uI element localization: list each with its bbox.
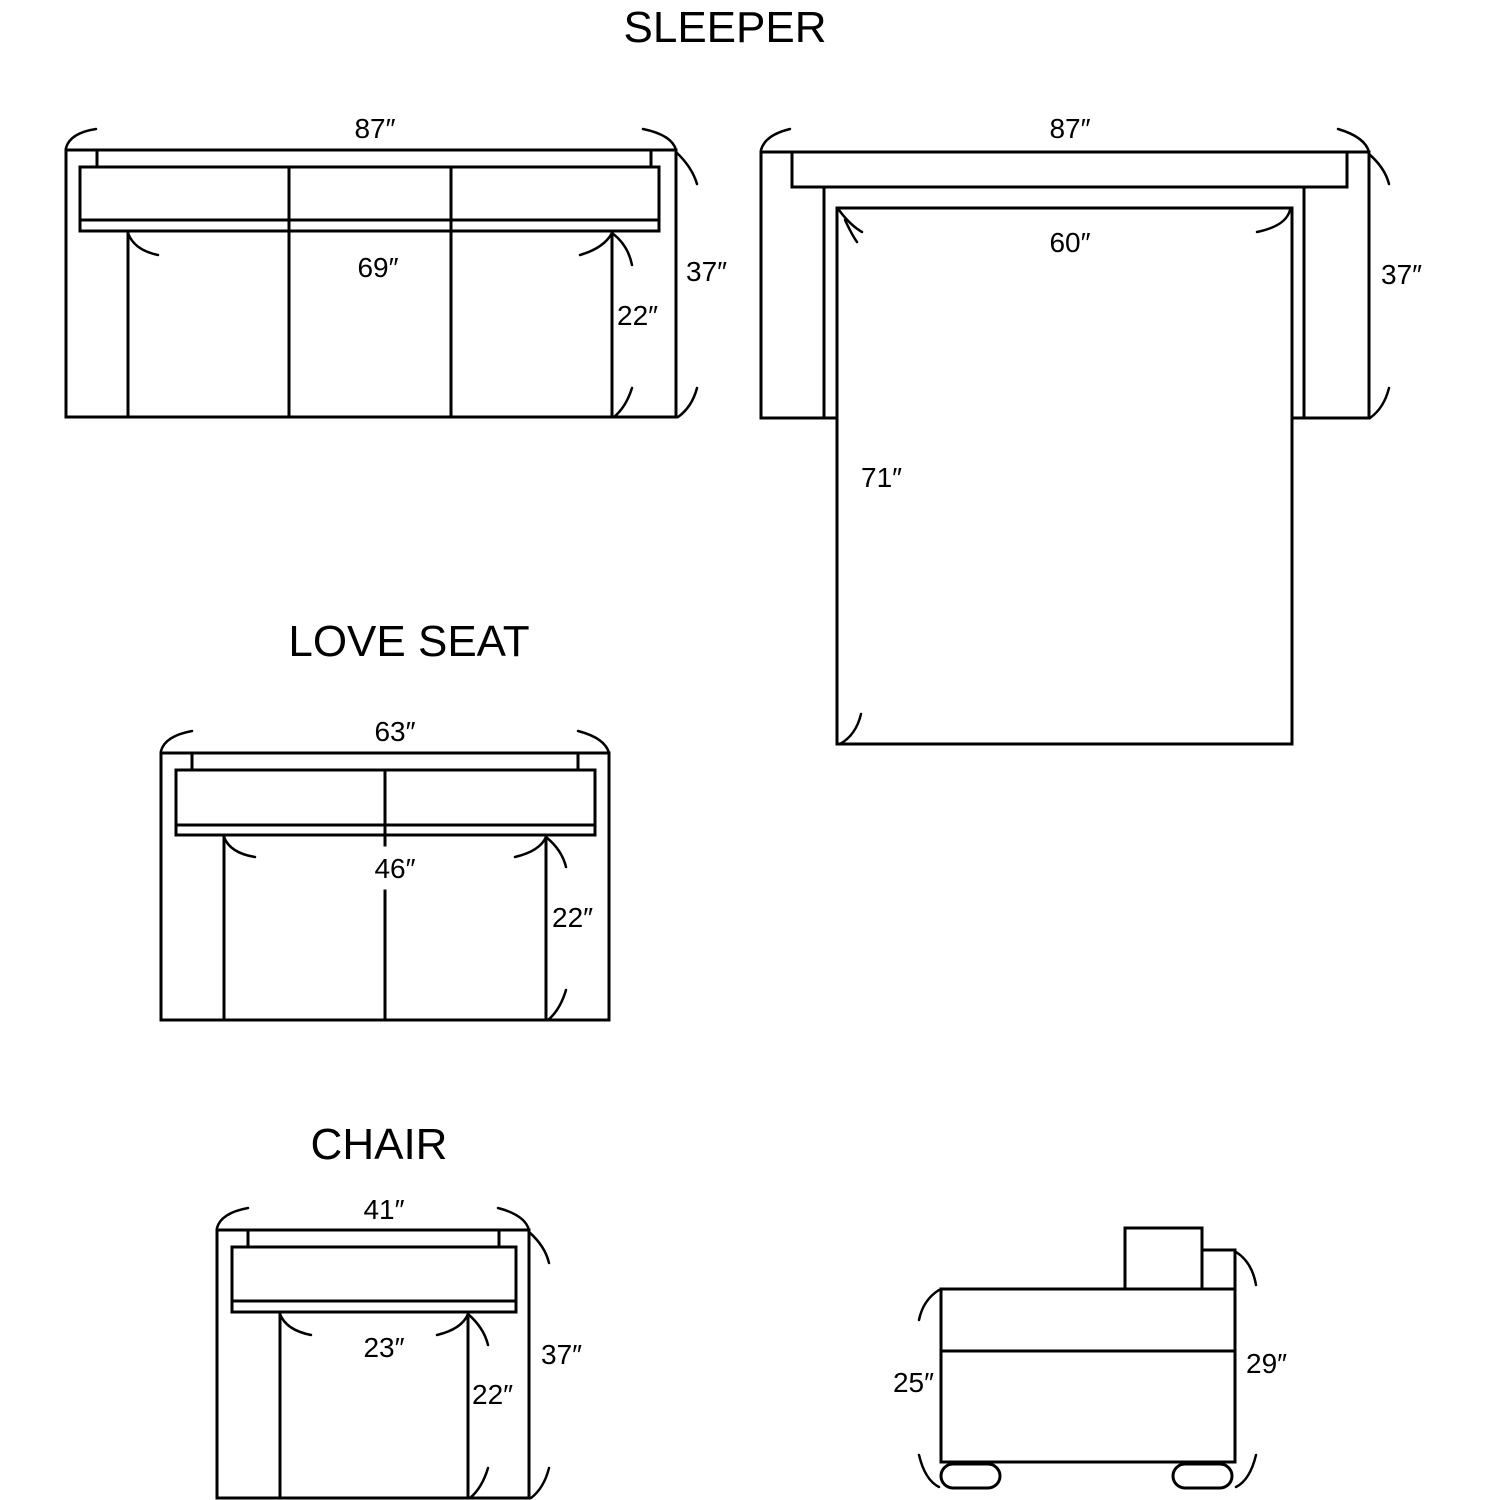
love-seat-overall-width-label: 63″ <box>374 716 415 747</box>
chair-overall-height-label: 37″ <box>541 1339 582 1370</box>
dim-arc <box>576 729 611 755</box>
side-rear-foot <box>1171 1462 1234 1490</box>
chair-title: CHAIR <box>311 1120 448 1169</box>
sleeper-title: SLEEPER <box>624 3 827 52</box>
love-seat-front-view: 63″ 46″ 22″ <box>159 716 611 1022</box>
dim-arc <box>546 988 568 1022</box>
dim-arc <box>1368 386 1391 420</box>
dim-arc <box>159 729 194 753</box>
side-front-foot <box>939 1462 1002 1490</box>
sleeper-seat-width-label: 69″ <box>357 252 398 283</box>
side-arm-height-label: 25″ <box>893 1367 934 1398</box>
side-profile-view: 25″ 29″ <box>893 1226 1287 1490</box>
sleeper-seat-height-label: 22″ <box>617 300 658 331</box>
dim-arc <box>610 231 634 267</box>
sleeper-overall-height-label: 37″ <box>686 256 727 287</box>
dim-arc <box>215 1206 250 1230</box>
dim-arc <box>278 1312 313 1337</box>
sleeper-mattress-width-label: 60″ <box>1049 227 1090 258</box>
dim-arc <box>544 835 568 869</box>
dim-arc <box>676 386 699 419</box>
chair-overall-width-label: 41″ <box>363 1194 404 1225</box>
sleeper-closed-front-view: 87″ 69″ 22″ 37″ <box>64 113 727 419</box>
love-seat-seat-height-label: 22″ <box>552 902 593 933</box>
dim-arc <box>759 127 792 152</box>
sleeper-back-cushion <box>78 165 661 233</box>
sleeper-outer-frame <box>64 148 678 419</box>
sleeper-mattress-length-label: 71″ <box>861 462 902 493</box>
dim-arc <box>1336 127 1371 154</box>
side-body <box>939 1287 1237 1464</box>
dim-arc <box>674 150 699 186</box>
dim-arc <box>126 231 160 257</box>
chair-outer-frame <box>215 1228 531 1500</box>
dim-arc <box>917 1288 941 1322</box>
dim-arc <box>64 127 98 150</box>
dim-arc <box>435 1312 470 1337</box>
dim-arc <box>843 218 859 244</box>
dim-arc <box>527 1230 551 1265</box>
sleeper-open-overall-height-label: 37″ <box>1381 259 1422 290</box>
sleeper-open-overall-width-label: 87″ <box>1049 113 1090 144</box>
dim-arc <box>612 386 634 419</box>
love-seat-seat-width-label: 46″ <box>374 853 415 884</box>
dim-arc <box>466 1312 490 1347</box>
dim-arc <box>838 712 863 746</box>
chair-seat-height-label: 22″ <box>472 1379 513 1410</box>
dim-arc <box>496 1206 531 1232</box>
dim-arc <box>837 208 864 234</box>
sleeper-open-bed-view: 87″ 60″ 37″ 71″ <box>759 113 1422 746</box>
dim-arc <box>1234 1250 1258 1287</box>
dim-arc <box>1234 1453 1258 1489</box>
dim-arc <box>917 1453 941 1489</box>
chair-front-view: 41″ 23″ 22″ 37″ <box>215 1194 582 1500</box>
chair-seat-width-label: 23″ <box>363 1332 404 1363</box>
sleeper-open-back <box>790 150 1349 189</box>
dim-arc <box>529 1466 551 1500</box>
dim-arc <box>641 127 678 152</box>
love-seat-title: LOVE SEAT <box>288 617 529 666</box>
dim-arc <box>1255 208 1292 234</box>
chair-back-cushion <box>230 1245 518 1314</box>
side-back-frame <box>1200 1248 1237 1291</box>
dim-arc <box>222 835 257 859</box>
side-back-cushion <box>1123 1226 1204 1291</box>
side-back-height-label: 29″ <box>1246 1348 1287 1379</box>
dim-arc <box>1367 152 1391 186</box>
sleeper-mattress <box>835 206 1294 746</box>
sleeper-overall-width-label: 87″ <box>354 113 395 144</box>
dim-arc <box>468 1466 490 1500</box>
sleeper-open-outer-frame <box>759 150 1371 420</box>
dim-arc <box>578 231 614 257</box>
dim-arc <box>513 835 548 859</box>
